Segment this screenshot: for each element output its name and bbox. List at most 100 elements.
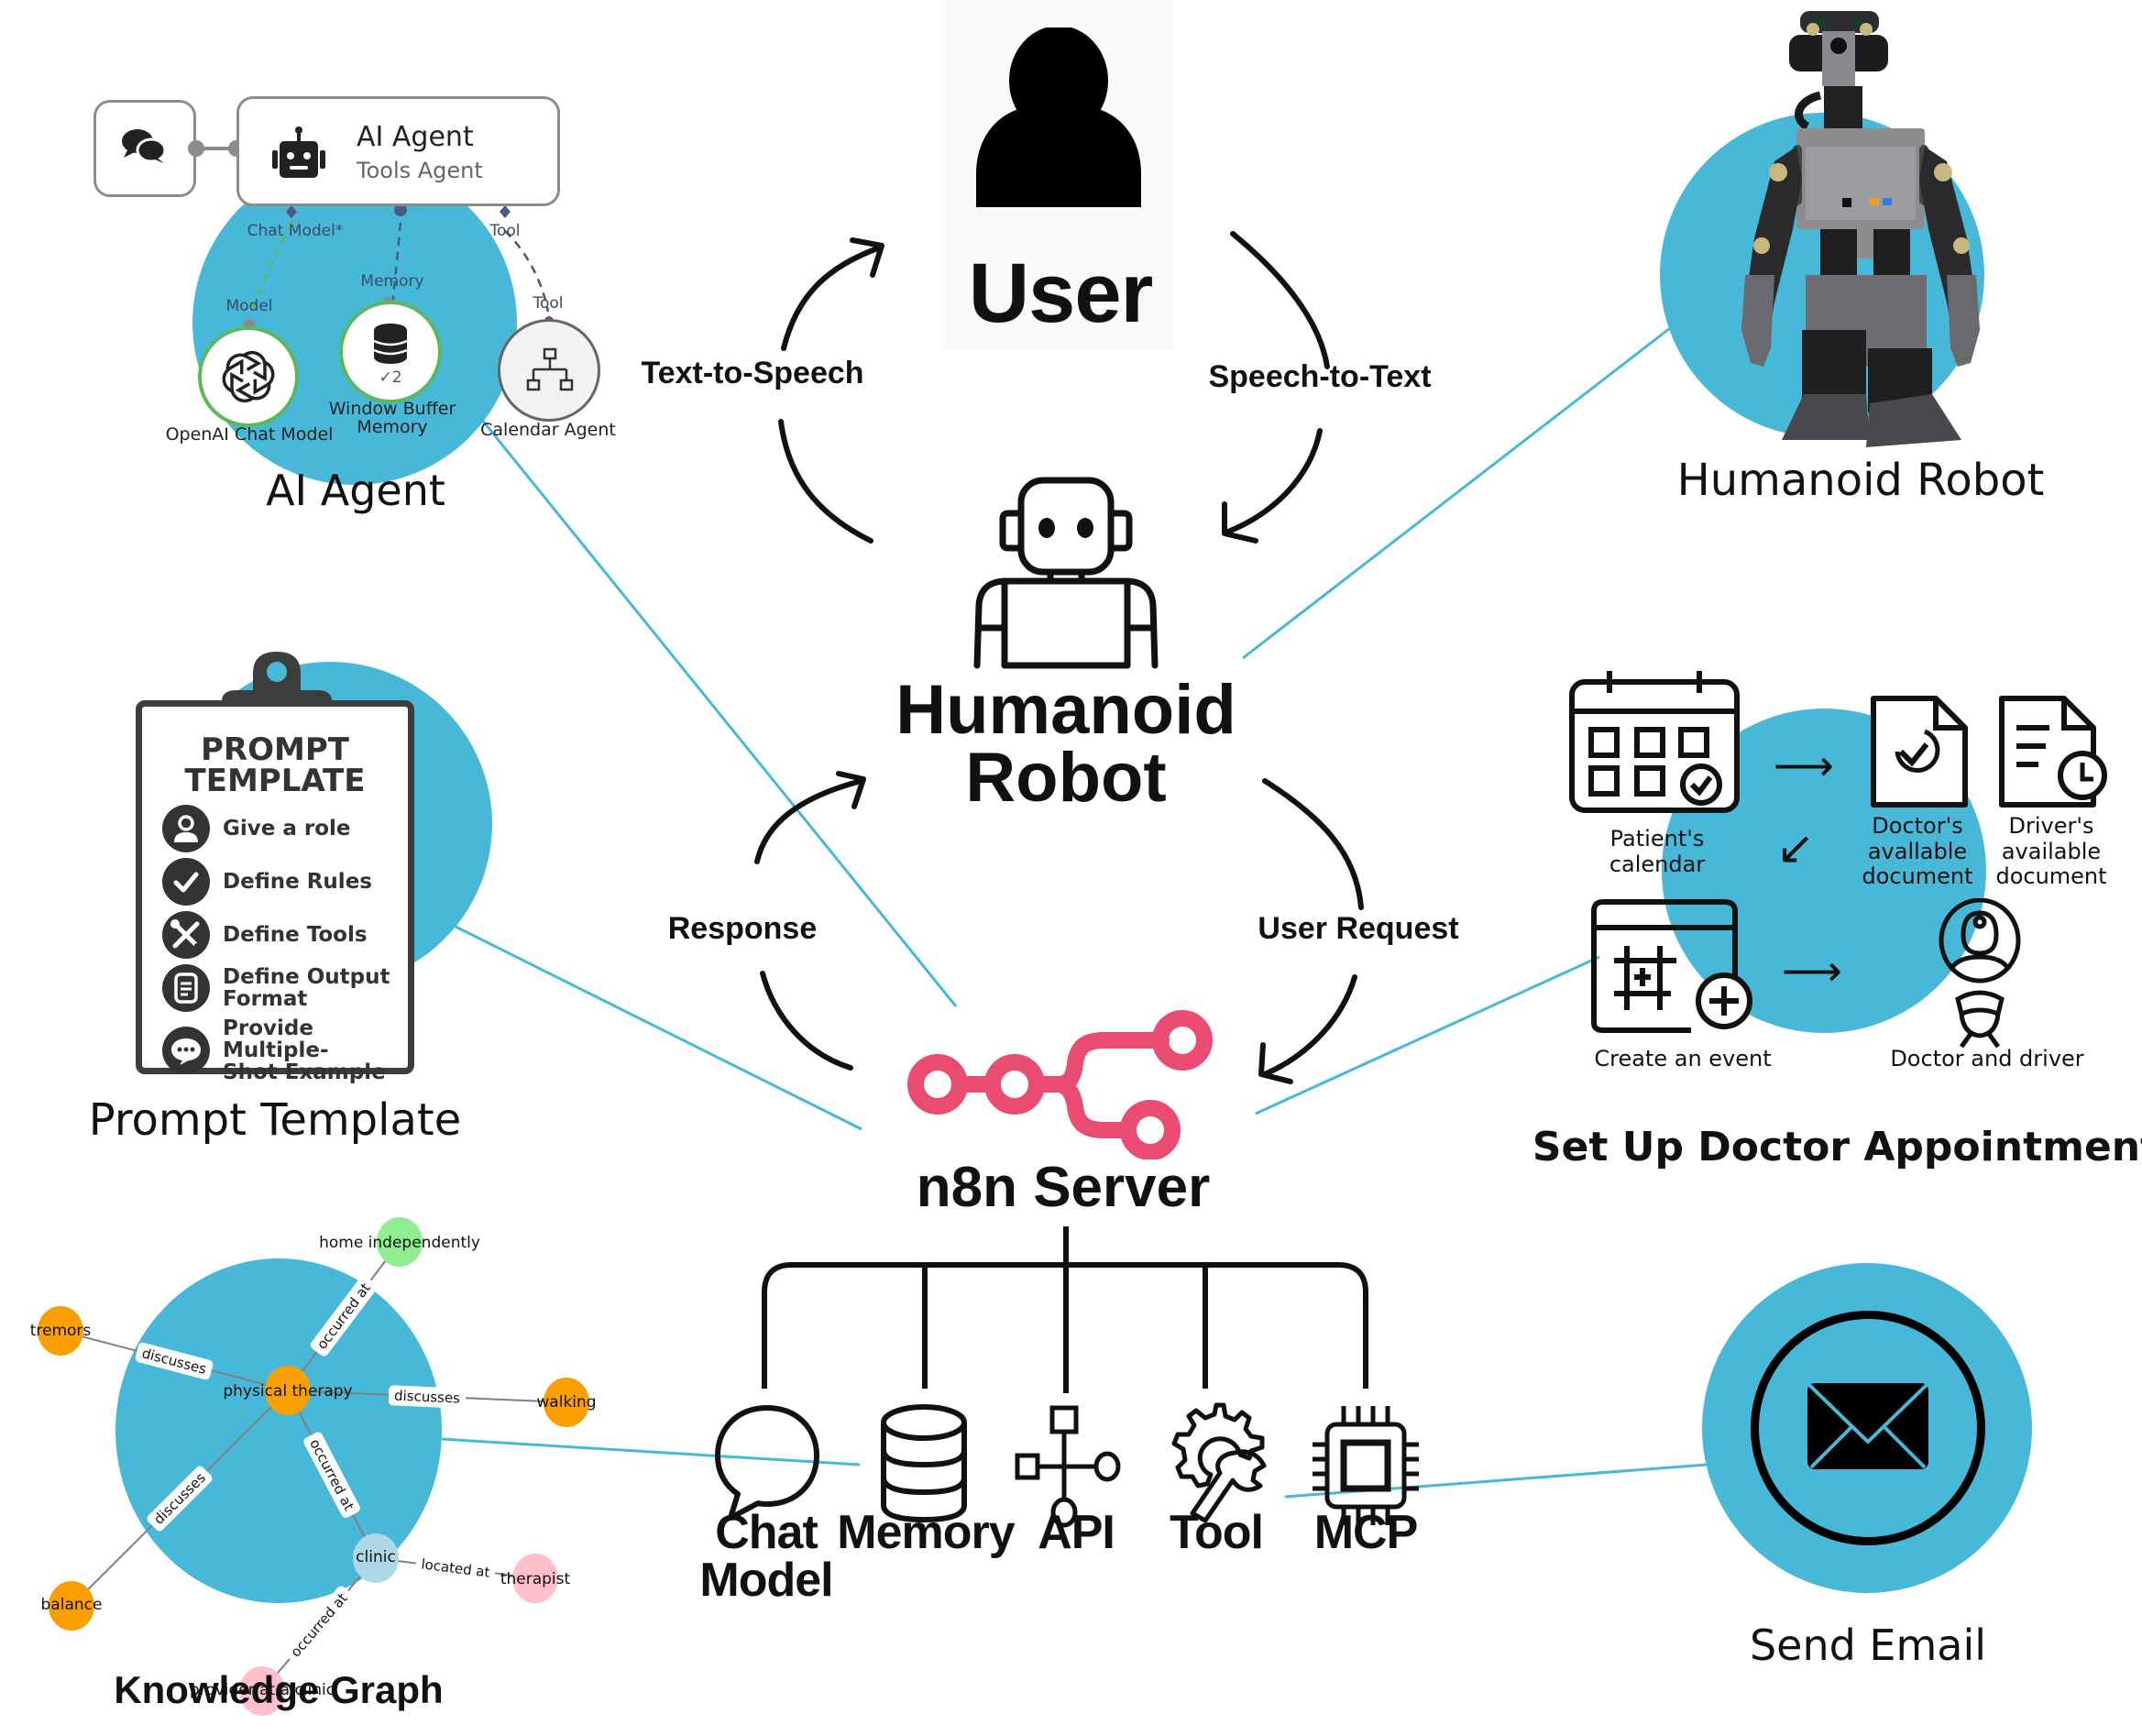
drivers-available-label: Driver's available document	[1995, 813, 2107, 890]
speech-to-text-label: Speech-to-Text	[1208, 359, 1432, 394]
tool-label-memory: Memory	[837, 1506, 1015, 1559]
robot-icon	[973, 477, 1159, 669]
knowledge-graph-accent-circle	[115, 1258, 442, 1603]
prompt-template-title: PROMPT TEMPLATE	[142, 734, 408, 797]
calendar-check-icon[interactable]	[1567, 669, 1747, 816]
knowledge-graph-caption: Knowledge Graph	[114, 1668, 444, 1711]
memory-badge: ✓2	[379, 368, 402, 387]
appt-line1: Driver's	[2008, 813, 2094, 839]
window-buffer-memory-label: Window Buffer Memory	[328, 399, 456, 437]
create-event-label: Create an event	[1594, 1046, 1772, 1071]
arrow-right-icon: ⟶	[1774, 741, 1834, 790]
send-email-caption: Send Email	[1749, 1621, 1987, 1670]
kg-node-therapist[interactable]	[512, 1554, 558, 1603]
memory-label-line2: Memory	[357, 416, 428, 437]
pt-item-text: Provide Multiple-Shot Example	[223, 1016, 408, 1085]
user-label: User	[968, 247, 1154, 340]
ai-agent-node[interactable]: AI Agent Tools Agent	[236, 96, 560, 206]
connector-appointment	[1255, 955, 1600, 1115]
appointment-caption: Set Up Doctor Appointment	[1532, 1124, 2142, 1170]
chat-bubbles-icon	[122, 129, 167, 163]
kg-node-label: therapist	[500, 1570, 571, 1588]
kg-node-label: walking	[536, 1393, 597, 1412]
prompt-template-caption: Prompt Template	[88, 1094, 462, 1146]
port-label-memory: Memory	[360, 272, 424, 291]
doctor-driver-icon[interactable]	[1934, 898, 2026, 1054]
robot-label-line1: Humanoid	[895, 671, 1236, 749]
humanoid-robot-photo-caption: Humanoid Robot	[1676, 455, 2045, 506]
check-icon	[162, 858, 210, 906]
port-label-model: Model	[225, 297, 273, 315]
appt-line1: Doctor's	[1872, 813, 1963, 839]
kg-node-provider[interactable]	[239, 1666, 285, 1716]
appt-line3: document	[1995, 863, 2107, 890]
pt-item-text: Define Tools	[223, 922, 368, 947]
gear-wrench-icon[interactable]	[1169, 1398, 1271, 1528]
kg-node-label: home independently	[319, 1234, 480, 1252]
chip-icon[interactable]	[1311, 1402, 1421, 1531]
chat-bubble-icon[interactable]	[710, 1402, 824, 1523]
tool-label-mcp: MCP	[1313, 1506, 1419, 1559]
kg-node-label: provider at a clinic	[189, 1681, 335, 1699]
robot-label-line2: Robot	[965, 739, 1167, 818]
humanoid-robot-center-label: Humanoid Robot	[895, 671, 1236, 818]
appt-line2: calendar	[1609, 851, 1706, 877]
n8n-logo-icon[interactable]	[903, 1004, 1224, 1159]
api-network-icon[interactable]	[1012, 1402, 1122, 1531]
document-check-icon[interactable]	[1870, 695, 1971, 808]
prompt-template-clipboard: PROMPT TEMPLATE Give a role Define Rules…	[136, 700, 414, 1083]
kg-node-label: physical therapy	[223, 1382, 353, 1401]
pt-item-define-tools: Define Tools	[162, 911, 368, 959]
send-email-ring[interactable]	[1751, 1311, 1985, 1545]
pt-line2: Shot Example	[223, 1060, 386, 1085]
pt-line1: Provide Multiple-	[223, 1016, 329, 1063]
user-request-label: User Request	[1258, 911, 1459, 946]
chat-trigger-node[interactable]	[93, 100, 196, 197]
pt-item-give-role: Give a role	[162, 805, 351, 852]
calendar-agent-label: Calendar Agent	[480, 420, 616, 440]
ai-agent-caption: AI Agent	[266, 466, 445, 515]
kg-node-physical-therapy[interactable]	[265, 1366, 311, 1415]
kg-edge-label: discusses	[388, 1384, 467, 1409]
humanoid-robot-photo	[1741, 11, 1980, 447]
pt-item-text: Define Rules	[223, 869, 372, 894]
pt-item-multi-shot: Provide Multiple-Shot Example	[162, 1017, 408, 1083]
appt-line2: available	[2001, 838, 2102, 864]
openai-chat-model-label: OpenAI Chat Model	[165, 424, 334, 445]
kg-node-label: tremors	[29, 1322, 92, 1340]
openai-chat-model-node[interactable]	[198, 326, 299, 427]
doctors-available-label: Doctor's avallable document	[1862, 813, 1972, 890]
calendar-agent-node[interactable]	[498, 319, 600, 422]
kg-node-label: balance	[40, 1596, 103, 1614]
envelope-icon	[1807, 1383, 1928, 1469]
tool-label-tool: Tool	[1170, 1506, 1264, 1559]
ai-agent-node-title: AI Agent	[357, 121, 474, 153]
window-buffer-memory-node[interactable]: ✓2	[339, 301, 442, 403]
kg-node-home-independently[interactable]	[377, 1217, 423, 1267]
memory-label-line1: Window Buffer	[328, 399, 456, 419]
kg-node-tremors[interactable]	[38, 1306, 83, 1356]
pt-title-line1: PROMPT	[201, 731, 349, 768]
document-clock-icon[interactable]	[1998, 695, 2110, 808]
hierarchy-icon	[526, 347, 574, 391]
calendar-add-icon[interactable]	[1590, 898, 1764, 1036]
user-icon	[162, 805, 210, 852]
document-icon	[162, 964, 210, 1012]
pt-line2: Format	[223, 987, 308, 1011]
pt-item-text: Give a role	[223, 816, 351, 841]
kg-node-balance[interactable]	[49, 1581, 94, 1631]
chat-model-line2: Model	[699, 1554, 833, 1607]
kg-node-clinic[interactable]	[353, 1533, 399, 1583]
tools-icon	[162, 911, 210, 959]
database-icon[interactable]	[878, 1402, 970, 1525]
connector-ai-agent	[456, 390, 958, 1007]
connector-humanoid-photo	[1242, 317, 1683, 660]
text-to-speech-label: Text-to-Speech	[641, 356, 864, 390]
patients-calendar-label: Patient's calendar	[1609, 826, 1706, 877]
kg-node-walking[interactable]	[544, 1378, 589, 1427]
robot-head-icon	[272, 126, 325, 178]
n8n-server-label: n8n Server	[916, 1156, 1211, 1219]
port-label-sub-tool: Tool	[533, 294, 564, 313]
